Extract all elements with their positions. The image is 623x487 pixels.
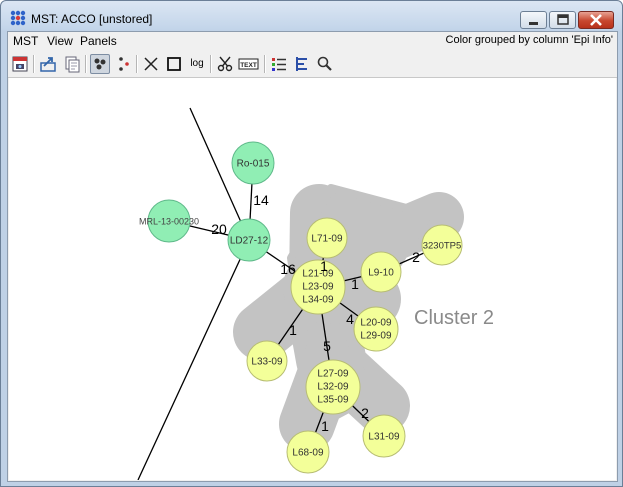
minimize-button[interactable]	[520, 11, 547, 29]
box-button[interactable]	[164, 54, 184, 74]
node-l9-10[interactable]: L9-10	[360, 251, 402, 293]
edge-offscreen-top	[189, 107, 250, 241]
toolbar-separator	[85, 55, 87, 73]
node-label: L71-09	[311, 234, 343, 245]
edge-label-mrl-ld2712: 20	[211, 221, 227, 237]
node-label: L23-09	[302, 282, 334, 293]
node-l71-09[interactable]: L71-09	[306, 217, 348, 259]
node-l20-l29[interactable]: L20-09 L29-09	[353, 306, 399, 352]
separate-nodes-button[interactable]	[113, 54, 133, 74]
edge-label-l27-l31: 2	[361, 405, 369, 421]
window-content: MST View Panels Color grouped by column …	[7, 31, 618, 482]
text-labels-button[interactable]: TEXT	[238, 54, 259, 74]
toolbar-separator	[33, 55, 35, 73]
node-l21-l23-l34[interactable]: L21-09 L23-09 L34-09	[290, 259, 346, 315]
node-label: L33-09	[251, 357, 283, 368]
node-dots-icon	[119, 57, 129, 71]
search-icon	[317, 56, 332, 71]
calendar-camera-icon	[12, 56, 28, 72]
node-label: L32-09	[317, 382, 349, 393]
mst-graph[interactable]: Ro-015 MRL-13-00230 LD27-12 L71-09	[9, 78, 616, 480]
node-label: L27-09	[317, 369, 349, 380]
edge-label-ro015-ld2712: 14	[253, 192, 269, 208]
legend-button[interactable]	[269, 54, 289, 74]
copy-icon	[65, 56, 80, 73]
node-l31-09[interactable]: L31-09	[362, 414, 406, 458]
toolbar: log TEXT	[8, 51, 617, 78]
calendar-snapshot-button[interactable]	[10, 54, 30, 74]
cluster-2-label: Cluster 2	[414, 307, 494, 329]
edge-label-ld2712-cluster: 16	[280, 261, 296, 277]
app-icon	[10, 10, 26, 26]
branch-layout-button[interactable]	[141, 54, 161, 74]
edge-label-l21-l33: 1	[289, 322, 297, 338]
maximize-button[interactable]	[549, 11, 576, 29]
close-button[interactable]	[578, 11, 614, 29]
node-label: L31-09	[368, 432, 400, 443]
node-l68-09[interactable]: L68-09	[286, 430, 330, 474]
edge-label-l21-l910: 1	[351, 276, 359, 292]
restore-icon	[557, 14, 569, 25]
hierarchy-icon	[296, 57, 307, 71]
branch-icon	[144, 57, 158, 71]
menu-panels[interactable]: Panels	[80, 34, 117, 48]
text-label: TEXT	[240, 62, 257, 69]
toolbar-separator	[210, 55, 212, 73]
node-label: L68-09	[292, 448, 324, 459]
edge-label-l910-3230: 2	[412, 249, 420, 265]
menu-mst[interactable]: MST	[13, 34, 39, 48]
group-nodes-button[interactable]	[90, 54, 110, 74]
text-box-icon: TEXT	[238, 58, 259, 70]
node-label: MRL-13-00230	[139, 217, 199, 227]
edge-label-l21-l20: 4	[346, 311, 354, 327]
log-scale-button[interactable]: log	[190, 58, 204, 69]
title-bar[interactable]: MST: ACCO [unstored]	[1, 1, 622, 31]
node-mrl-13-00230[interactable]: MRL-13-00230	[139, 199, 199, 243]
edge-offscreen-bottom	[137, 239, 250, 480]
minimize-icon	[529, 22, 538, 25]
node-label: L34-09	[302, 295, 334, 306]
node-label: L20-09	[360, 318, 392, 329]
node-label: L21-09	[302, 269, 334, 280]
edge-label-l21-l27: 5	[323, 338, 331, 354]
node-group-icon	[94, 58, 106, 70]
close-icon	[590, 14, 602, 26]
mst-canvas[interactable]: Ro-015 MRL-13-00230 LD27-12 L71-09	[9, 78, 616, 480]
color-grouping-info: Color grouped by column 'Epi Info'	[445, 34, 613, 46]
menu-view[interactable]: View	[47, 34, 73, 48]
toolbar-separator	[136, 55, 138, 73]
export-button[interactable]	[38, 54, 58, 74]
cut-button[interactable]	[215, 54, 235, 74]
node-label: L29-09	[360, 331, 392, 342]
node-label: L9-10	[368, 268, 394, 279]
export-icon	[40, 57, 56, 72]
toolbar-separator	[264, 55, 266, 73]
node-label: 3230TP5	[423, 241, 462, 252]
node-label: L35-09	[317, 395, 349, 406]
scissors-icon	[217, 56, 233, 72]
window-title: MST: ACCO [unstored]	[31, 12, 153, 26]
node-label: Ro-015	[237, 159, 270, 170]
node-ro-015[interactable]: Ro-015	[231, 141, 275, 185]
edge-label-l21-l71: 1	[320, 258, 328, 274]
edge-label-l27-l68: 1	[321, 418, 329, 434]
search-button[interactable]	[315, 54, 335, 74]
tree-layout-button[interactable]	[292, 54, 312, 74]
node-l33-09[interactable]: L33-09	[246, 340, 288, 382]
copy-button[interactable]	[62, 54, 82, 74]
square-icon	[167, 57, 181, 71]
node-3230tp5[interactable]: 3230TP5	[421, 224, 463, 266]
node-l27-l32-l35[interactable]: L27-09 L32-09 L35-09	[305, 359, 361, 415]
node-ld27-12[interactable]: LD27-12	[227, 218, 271, 262]
node-label: LD27-12	[230, 236, 269, 247]
menu-bar: MST View Panels Color grouped by column …	[8, 32, 617, 50]
legend-list-icon	[272, 58, 286, 71]
